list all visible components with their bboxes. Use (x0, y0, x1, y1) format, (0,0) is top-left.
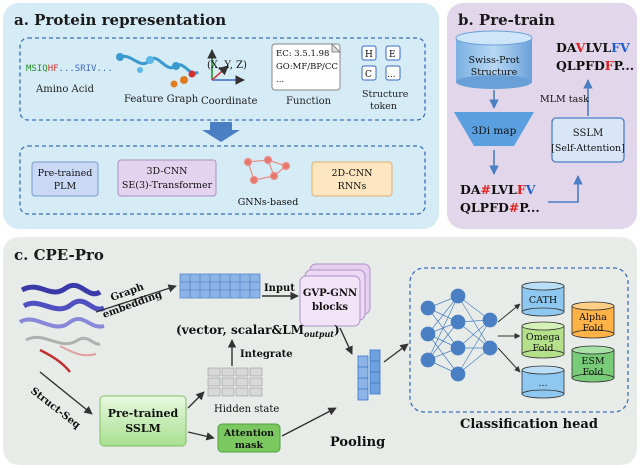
cnn2d-box (311, 161, 393, 197)
feature-graph-label: Feature Graph (124, 94, 199, 105)
3di-map-label: 3Di map (472, 125, 517, 137)
db-omegafold-label-2: Fold (533, 343, 554, 354)
gnn-label: GNNs-based (238, 197, 299, 208)
token-h: H (365, 50, 373, 60)
attention-mask-label-1: Attention (223, 428, 274, 439)
vector-formula: (vector, scalar&LMoutput) (176, 323, 340, 339)
db-omegafold-label-1: Omega (526, 332, 561, 343)
arrow-pool-to-head (383, 343, 409, 363)
coordinate-label: Coordinate (201, 96, 257, 107)
panel-b: b. Pre-train Swiss-Prot Structure 3Di ma… (447, 3, 637, 229)
arrow-graph-embedding (95, 284, 177, 313)
hidden-state-label: Hidden state (214, 404, 279, 415)
cnn3d-label-1: 3D-CNN (147, 166, 188, 177)
coordinate-axes-icon (207, 49, 245, 85)
db-more-label: ... (538, 378, 547, 389)
amino-acid-sequence: MSIQHF...SRIV... (26, 64, 113, 74)
panel-a-title: a. Protein representation (14, 11, 226, 29)
gvp-gnn-blocks (299, 263, 371, 327)
arrow-mask-to-pool (281, 407, 337, 437)
structure-token-label-2: token (370, 101, 397, 112)
db-alphafold-label-2: Fold (583, 323, 604, 334)
gnn-graph-icon (243, 155, 291, 185)
pretrained-sslm-label-2: SSLM (125, 422, 161, 435)
3di-map-funnel (454, 112, 534, 146)
cnn3d-label-2: SE(3)-Transformer (122, 180, 213, 191)
attention-mask-label-2: mask (235, 440, 264, 451)
function-line-1: EC: 3.5.1.98 (276, 49, 329, 59)
db-cath-label: CATH (529, 295, 557, 306)
swissprot-database-icon (455, 30, 533, 89)
function-card (271, 42, 342, 91)
neural-network-icon (420, 288, 498, 382)
db-esmfold-label-1: ESM (581, 356, 604, 367)
structure-token-label-1: Structure (362, 89, 409, 100)
token-c: C (365, 70, 372, 80)
amino-acid-label: Amino Acid (35, 84, 95, 95)
coordinate-xyz: (X, Y, Z) (207, 60, 247, 71)
panel-c: c. CPE-Pro Graph embedding Input (3, 237, 637, 465)
panel-c-title: c. CPE-Pro (14, 246, 104, 264)
panel-a-down-arrow (202, 122, 240, 142)
hidden-state-grid (207, 367, 263, 397)
db-alphafold-icon (571, 301, 615, 339)
attention-mask-box (217, 423, 281, 453)
structure-token-grid (361, 45, 401, 81)
panel-b-sslm-label-1: SSLM (573, 128, 603, 139)
db-more-icon (521, 365, 565, 399)
token-ellipsis: ... (387, 70, 396, 80)
protein-structure-icon (18, 283, 106, 373)
masked-seq-line-1: DA#LVLFV (460, 182, 536, 197)
arrow-nn-to-db-1 (497, 303, 521, 323)
plm-box (31, 161, 99, 197)
plm-label-1: Pre-trained (38, 168, 93, 179)
output-seq-line-2: QLPFDFP... (556, 58, 634, 73)
input-label: Input (264, 283, 295, 294)
function-label: Function (286, 96, 332, 107)
db-alphafold-label-1: Alpha (578, 312, 607, 323)
pretrained-sslm-label-1: Pre-trained (108, 407, 179, 420)
output-seq-line-1: DAVLVLFV (556, 40, 630, 55)
plm-label-2: PLM (54, 181, 77, 192)
pooling-label: Pooling (330, 435, 385, 450)
masked-seq-line-2: QLPFD#P... (460, 200, 540, 215)
classification-head-label: Classification head (460, 417, 598, 432)
cnn2d-label-2: RNNs (338, 181, 367, 192)
mlm-task-label: MLM task (540, 94, 589, 105)
feature-graph-icon (116, 53, 199, 88)
db-cath-icon (521, 281, 565, 317)
gvp-label-1: GVP-GNN (303, 288, 357, 299)
gvp-label-2: blocks (312, 302, 348, 313)
classification-head-box (409, 267, 629, 413)
panel-b-sslm-box (551, 117, 625, 163)
representation-box (19, 37, 426, 121)
db-esmfold-label-2: Fold (583, 367, 604, 378)
swissprot-label-2: Structure (471, 67, 518, 78)
cnn2d-label-1: 2D-CNN (332, 168, 373, 179)
db-omegafold-icon (521, 321, 565, 359)
integrate-label: Integrate (240, 349, 293, 360)
pretrained-sslm-box (99, 395, 187, 447)
arrow-sslm-to-hidden (187, 391, 205, 409)
pooling-vectors (357, 349, 381, 401)
function-line-3: ... (276, 75, 284, 85)
arrow-gvp-to-pool (339, 327, 353, 355)
panel-a: a. Protein representation MSIQHF...SRIV.… (3, 3, 439, 229)
methods-box (19, 145, 426, 215)
panel-b-title: b. Pre-train (458, 11, 555, 29)
function-line-2: GO:MF/BP/CC (276, 62, 338, 72)
embedding-grid (179, 273, 261, 299)
arrow-struct-seq (39, 371, 93, 415)
cnn3d-box (117, 159, 217, 197)
token-e: E (389, 50, 396, 60)
panel-b-sslm-label-2: [Self-Attention] (551, 143, 625, 154)
arrow-nn-to-db-3 (497, 347, 521, 373)
arrow-sslm-to-mask (187, 431, 215, 441)
swissprot-label-1: Swiss-Prot (468, 55, 519, 66)
arrow-seq-to-sslm (548, 175, 583, 203)
db-esmfold-icon (571, 345, 615, 383)
